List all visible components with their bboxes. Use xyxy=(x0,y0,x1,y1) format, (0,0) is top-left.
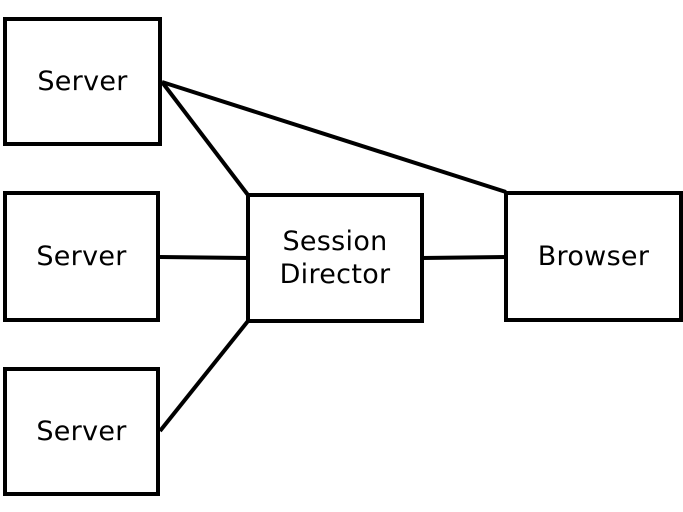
edge-server1-director xyxy=(160,80,250,197)
session-director-node: Session Director xyxy=(246,193,424,323)
server-node-1: Server xyxy=(3,17,162,146)
server-node-3-label: Server xyxy=(36,416,127,447)
server-node-2-label: Server xyxy=(36,241,127,272)
session-director-label: Session Director xyxy=(279,226,391,290)
server-node-1-label: Server xyxy=(37,66,128,97)
server-node-3: Server xyxy=(3,367,160,496)
edge-server1-browser xyxy=(161,80,507,194)
server-node-2: Server xyxy=(3,191,160,322)
edge-server3-director xyxy=(158,319,250,433)
browser-node-label: Browser xyxy=(537,241,650,272)
edge-director-browser xyxy=(421,255,507,260)
browser-node: Browser xyxy=(504,191,683,322)
edge-server2-director xyxy=(159,255,249,260)
